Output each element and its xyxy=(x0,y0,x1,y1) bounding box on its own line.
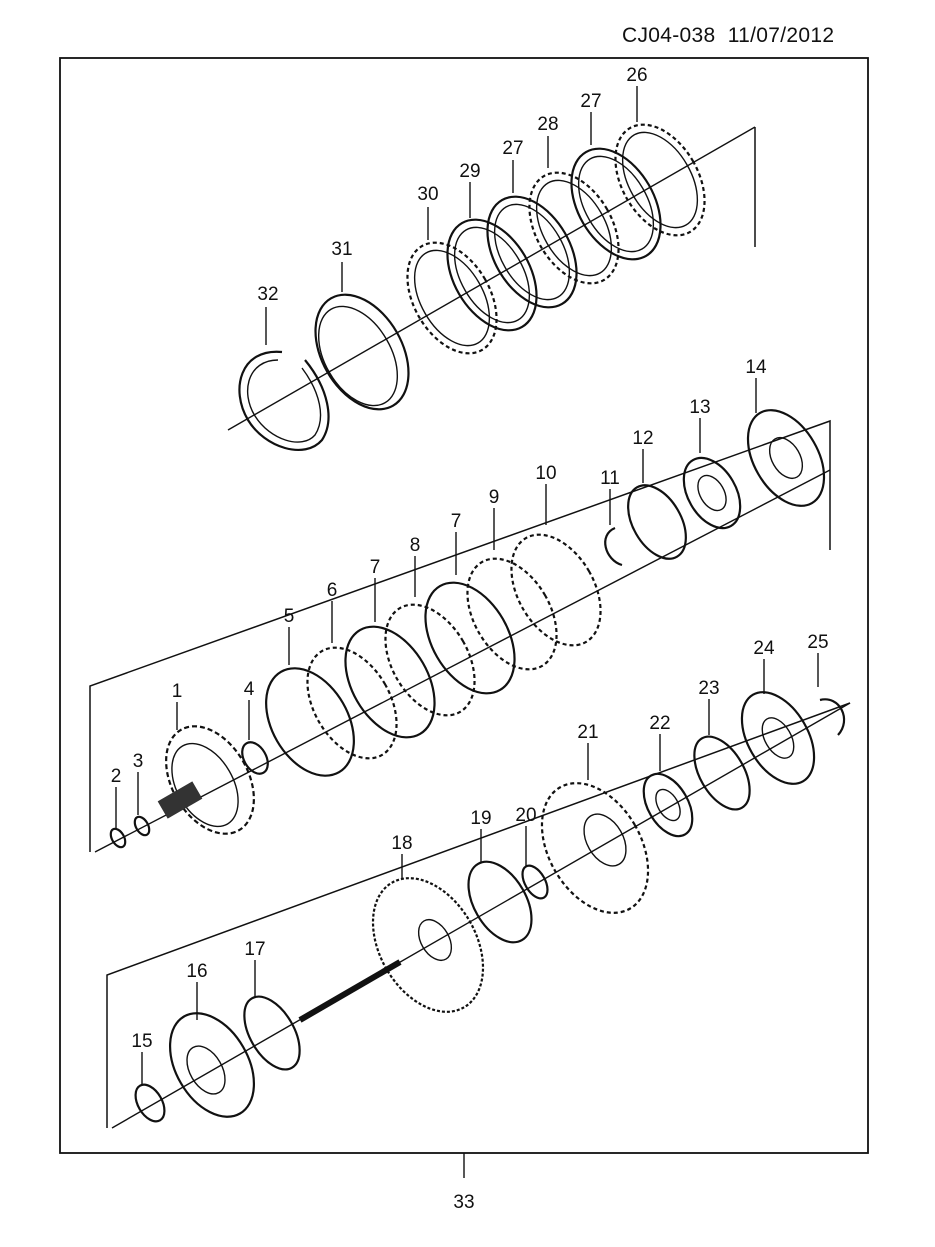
callout-29: 29 xyxy=(459,161,480,182)
ring-3 xyxy=(133,815,151,837)
callout-7-b: 7 xyxy=(451,511,462,532)
drum-21 xyxy=(540,782,650,914)
ring-2 xyxy=(109,827,127,849)
bearing-4 xyxy=(241,741,269,775)
clutch-pack-top xyxy=(406,123,706,355)
callout-6: 6 xyxy=(327,580,338,601)
ring-12 xyxy=(627,484,687,560)
callout-27-top-b: 27 xyxy=(580,91,601,112)
snap-ring-11 xyxy=(604,526,623,567)
doc-date: 11/07/2012 xyxy=(727,24,835,47)
group-outline-bottom xyxy=(106,702,851,1128)
ring-23 xyxy=(693,735,751,811)
callout-27-top-a: 27 xyxy=(502,138,523,159)
axis-middle xyxy=(94,469,831,853)
callout-20: 20 xyxy=(515,805,536,826)
callout-15: 15 xyxy=(131,1031,152,1052)
callout-14: 14 xyxy=(745,357,767,378)
callout-22: 22 xyxy=(649,713,670,734)
callout-19: 19 xyxy=(470,808,491,829)
spring-retainer-14 xyxy=(746,409,826,507)
callout-28: 28 xyxy=(537,114,558,135)
callout-8: 8 xyxy=(410,535,421,556)
clutch-pack-middle xyxy=(306,533,602,760)
callout-17: 17 xyxy=(244,939,265,960)
ring-17 xyxy=(243,995,301,1071)
ring-19 xyxy=(467,860,533,944)
callout-2: 2 xyxy=(111,766,122,787)
callout-5: 5 xyxy=(284,606,295,627)
callout-26: 26 xyxy=(626,65,647,86)
callout-3: 3 xyxy=(133,751,144,772)
group-outline-middle xyxy=(89,419,831,852)
piston-13 xyxy=(682,456,742,530)
callout-18: 18 xyxy=(391,833,412,854)
callout-1: 1 xyxy=(172,681,183,702)
ring-5 xyxy=(265,667,355,777)
callout-12: 12 xyxy=(632,428,653,449)
callout-10: 10 xyxy=(535,463,556,484)
callout-7-a: 7 xyxy=(370,557,381,578)
document-header: CJ04-038 11/07/2012 xyxy=(622,24,834,48)
callout-31: 31 xyxy=(331,239,352,260)
callout-9: 9 xyxy=(489,487,500,508)
callout-labels: 32 31 30 29 27 28 27 26 1 2 3 4 5 6 7 8 … xyxy=(111,65,829,1213)
pressure-plate-31 xyxy=(314,293,410,411)
callout-11: 11 xyxy=(600,468,620,489)
doc-code: CJ04-038 xyxy=(622,24,716,47)
callout-21: 21 xyxy=(577,722,598,743)
callout-4: 4 xyxy=(244,679,255,700)
callout-16: 16 xyxy=(186,961,207,982)
ring-20 xyxy=(521,864,549,900)
gear-1 xyxy=(157,725,255,835)
callout-13: 13 xyxy=(689,397,710,418)
callout-23: 23 xyxy=(698,678,719,699)
callout-32: 32 xyxy=(257,284,278,305)
ring-15 xyxy=(134,1083,166,1123)
drum-shaft-18 xyxy=(298,877,485,1023)
leader-lines xyxy=(115,86,819,1085)
axis-bottom xyxy=(111,702,851,1129)
spring-retainer-24 xyxy=(740,691,816,785)
snap-ring-25 xyxy=(819,698,846,736)
callout-33: 33 xyxy=(453,1192,474,1213)
callout-24: 24 xyxy=(753,638,775,659)
axis-top xyxy=(227,126,756,431)
callout-30: 30 xyxy=(417,184,438,205)
callout-25: 25 xyxy=(807,632,828,653)
piston-22 xyxy=(642,772,694,838)
housing-16 xyxy=(168,1012,256,1118)
snap-ring-32 xyxy=(238,350,330,451)
